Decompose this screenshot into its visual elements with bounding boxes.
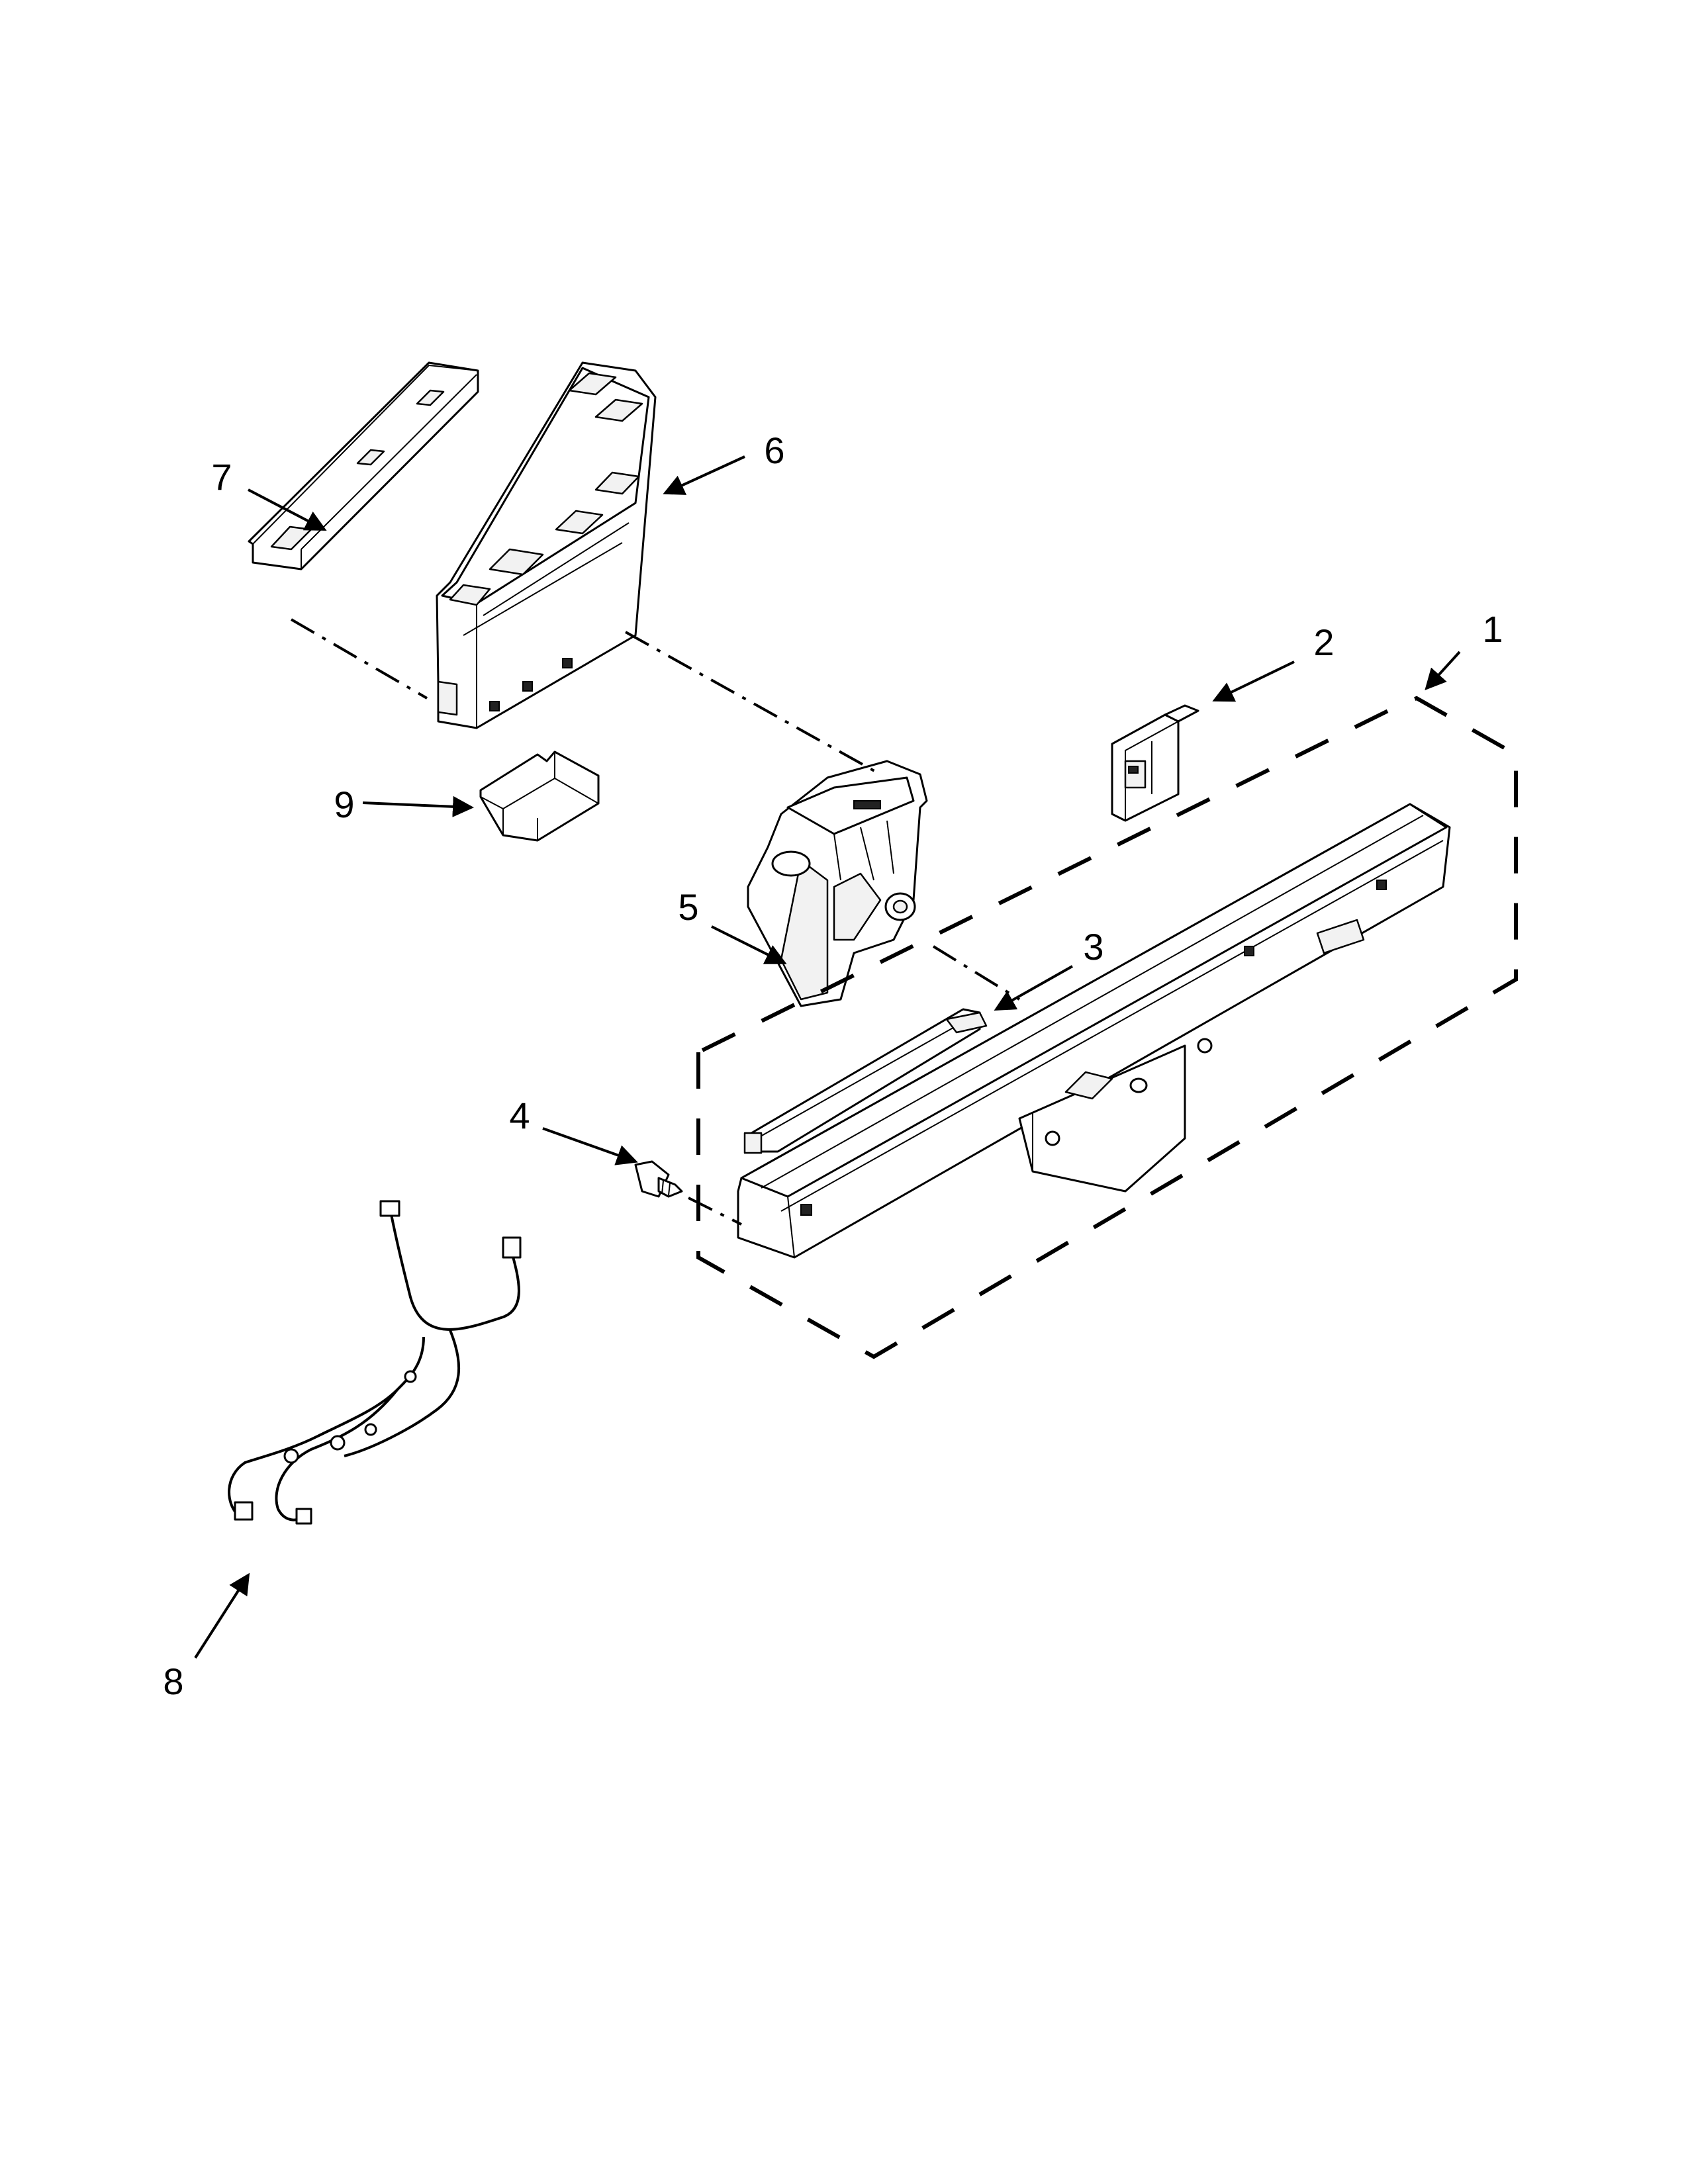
leader-7 xyxy=(248,488,327,531)
leader-6 xyxy=(663,455,745,495)
callout-labels: 1 2 3 4 5 6 7 8 9 xyxy=(163,430,1503,1702)
callout-8: 8 xyxy=(163,1661,183,1702)
part-8-wire-harness xyxy=(228,1200,522,1525)
assembly-dashed-outline xyxy=(696,696,1518,1359)
callout-9: 9 xyxy=(334,784,354,825)
part-7-bracket xyxy=(248,361,479,570)
callout-7: 7 xyxy=(211,456,232,498)
callout-3: 3 xyxy=(1083,926,1103,968)
leader-5 xyxy=(711,925,787,964)
part-6-control-housing xyxy=(436,361,657,729)
callout-6: 6 xyxy=(764,430,784,471)
callout-4: 4 xyxy=(509,1095,530,1136)
part-4-screw xyxy=(634,1160,683,1198)
part-1-main-rail xyxy=(737,803,1451,1259)
leader-3 xyxy=(994,965,1073,1011)
part-9-bracket xyxy=(479,751,600,842)
leader-arrows xyxy=(194,455,1461,1659)
callout-5: 5 xyxy=(678,886,698,928)
leader-4 xyxy=(542,1127,638,1165)
alignment-lines xyxy=(290,618,1021,1226)
callout-1: 1 xyxy=(1482,608,1503,650)
leader-9 xyxy=(362,796,474,817)
callout-2: 2 xyxy=(1313,621,1334,663)
leader-8 xyxy=(194,1572,250,1659)
part-3-rod xyxy=(743,1008,988,1154)
leader-1 xyxy=(1425,651,1461,690)
leader-2 xyxy=(1212,660,1295,702)
part-5-latch-assembly xyxy=(747,760,928,1007)
part-2-plate xyxy=(1111,704,1199,822)
